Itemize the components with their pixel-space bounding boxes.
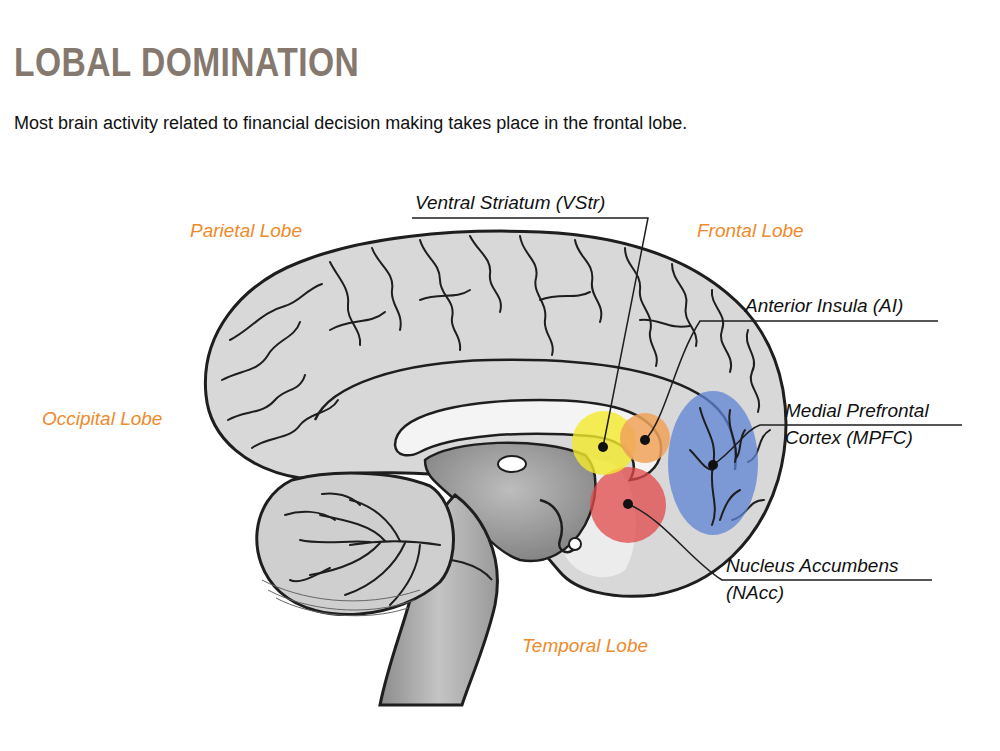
mpfc-veins — [690, 408, 745, 525]
ai-region — [620, 413, 670, 463]
lobe-label: Frontal Lobe — [697, 217, 804, 244]
arbor-vitae — [285, 493, 440, 605]
commissure-oval — [498, 456, 526, 472]
cerebellum — [257, 473, 454, 614]
region-label: Nucleus Accumbens (NAcc) — [726, 552, 931, 606]
pituitary — [569, 538, 581, 550]
region-label: Ventral Striatum (VStr) — [415, 189, 605, 216]
region-dots — [598, 435, 718, 509]
caption: Most brain activity related to financial… — [14, 113, 687, 134]
region-label: Medial Prefrontal Cortex (MPFC) — [785, 397, 965, 451]
region-label: Anterior Insula (AI) — [745, 292, 903, 319]
mpfc-region — [668, 391, 758, 535]
title: LOBAL DOMINATION — [14, 40, 359, 85]
lobe-label: Temporal Lobe — [522, 632, 648, 659]
lobe-label: Occipital Lobe — [42, 405, 162, 432]
leader-lines — [412, 218, 962, 580]
nacc-region — [590, 467, 666, 543]
cerebellum-folia — [262, 580, 420, 616]
lobe-label: Parietal Lobe — [190, 217, 302, 244]
